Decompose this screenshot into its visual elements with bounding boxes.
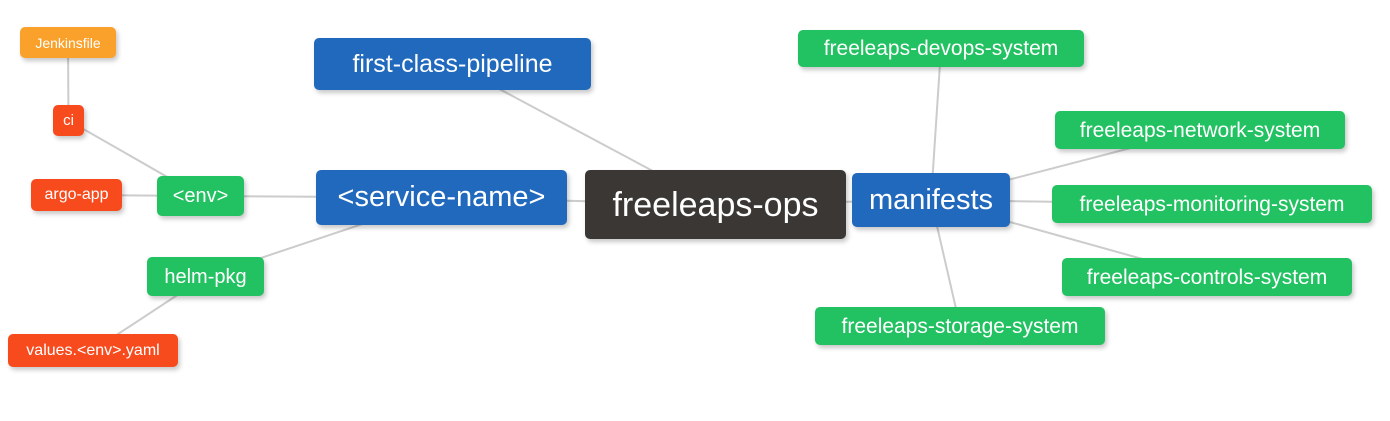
node-label: ci (63, 112, 74, 129)
node-label: <service-name> (337, 181, 546, 213)
mindmap-node-argo-app[interactable]: argo-app (31, 179, 122, 211)
node-label: freeleaps-controls-system (1086, 265, 1328, 289)
node-label: freeleaps-network-system (1079, 118, 1321, 142)
node-label: freeleaps-ops (612, 185, 819, 224)
mindmap-node-env[interactable]: <env> (157, 176, 244, 216)
mindmap-node-service-name[interactable]: <service-name> (316, 170, 567, 225)
mindmap-node-ci[interactable]: ci (53, 105, 84, 136)
mindmap-node-manifests[interactable]: manifests (852, 173, 1010, 227)
node-label: freeleaps-storage-system (841, 314, 1079, 338)
mindmap-node-helm-pkg[interactable]: helm-pkg (147, 257, 264, 296)
mindmap-node-values-env-yaml[interactable]: values.<env>.yaml (8, 334, 178, 367)
node-label: freeleaps-monitoring-system (1079, 192, 1345, 216)
mindmap-node-monitoring-system[interactable]: freeleaps-monitoring-system (1052, 185, 1372, 223)
node-label: <env> (172, 185, 229, 207)
node-label: argo-app (44, 186, 109, 203)
mindmap-node-first-class-pipeline[interactable]: first-class-pipeline (314, 38, 591, 90)
node-label: manifests (868, 183, 994, 216)
mindmap-node-jenkinsfile[interactable]: Jenkinsfile (20, 27, 116, 58)
node-label: helm-pkg (164, 265, 247, 288)
mindmap-node-devops-system[interactable]: freeleaps-devops-system (798, 30, 1084, 67)
mindmap-node-controls-system[interactable]: freeleaps-controls-system (1062, 258, 1352, 296)
node-label: first-class-pipeline (352, 49, 553, 78)
node-label: values.<env>.yaml (26, 341, 160, 359)
node-label: freeleaps-devops-system (823, 37, 1059, 60)
mindmap-node-storage-system[interactable]: freeleaps-storage-system (815, 307, 1105, 345)
mindmap-node-network-system[interactable]: freeleaps-network-system (1055, 111, 1345, 149)
mindmap-node-freeleaps-ops[interactable]: freeleaps-ops (585, 170, 846, 239)
node-label: Jenkinsfile (35, 34, 101, 51)
